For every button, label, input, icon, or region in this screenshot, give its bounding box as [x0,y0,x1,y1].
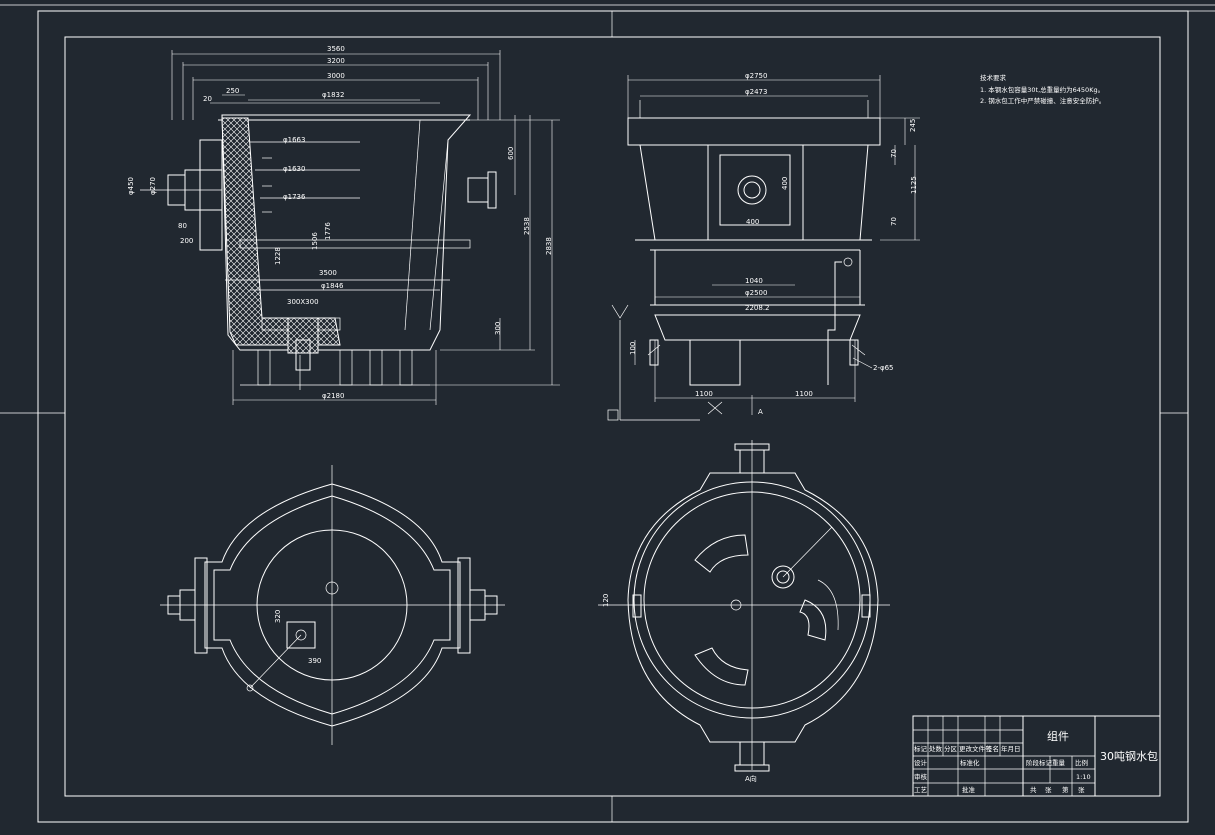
notes-heading: 技术要求 [980,73,1007,82]
dim-400a: 400 [781,177,789,190]
dim-400b: 400 [746,218,759,226]
dim-2208: 2208.2 [745,304,770,312]
dim-2838: 2838 [545,237,553,255]
dim-2phi65: 2-φ65 [873,364,894,372]
dim-245: 245 [909,119,917,132]
dim-70b: 70 [890,217,898,226]
dim-120: 120 [602,594,610,607]
tb-r2-c3: 标准化 [960,758,980,767]
tb-stage: 阶段标记 [1026,758,1053,767]
dim-3500: 3500 [319,269,337,277]
tb-sheet-1: 共 [1030,785,1037,794]
dim-1040: 1040 [745,277,763,285]
tb-sheet-2: 张 [1045,785,1052,794]
dim-300: 300 [494,322,502,335]
dim-phi1846: φ1846 [321,282,344,290]
dim-320: 320 [274,610,282,623]
top-view: 320 390 [160,465,505,745]
section-view: 3560 3200 3000 20 250 φ1832 φ1663 φ1630 … [127,45,560,405]
tb-sheet-4: 张 [1078,785,1085,794]
dim-3560: 3560 [327,45,345,53]
tb-r1-c4: 更改文件号 [959,744,992,753]
tb-r1-c5: 签名 [986,744,999,753]
dim-2538: 2538 [523,217,531,235]
title-block: 组件 30吨钢水包 标记 处数 分区 更改文件号 签名 年月日 设计 标准化 审… [912,715,1161,797]
dim-1776: 1776 [324,222,332,240]
dim-20: 20 [203,95,212,103]
dim-phi450: φ450 [127,177,135,195]
tb-r4-c1: 工艺 [914,786,928,794]
dim-phi1736: φ1736 [283,193,306,201]
front-elevation-view: φ2750 φ2473 400 400 245 70 1125 70 1040 [607,72,920,421]
dim-100: 100 [629,342,637,355]
view-marker-a: A [758,408,763,416]
tb-scale-value: 1:10 [1076,773,1091,781]
assembly-label: 组件 [1047,729,1069,743]
tb-r4-c3: 批准 [962,785,976,794]
dim-phi270: φ270 [149,177,157,195]
tb-r1-c2: 处数 [929,744,943,753]
note-1: 1. 本钢水包容量30t,总重量约为6450Kg。 [980,85,1104,94]
dim-phi1630: φ1630 [283,165,305,173]
dim-1506: 1506 [311,232,319,250]
tb-r1-c1: 标记 [914,744,928,753]
note-2: 2. 钢水包工作中严禁碰撞、注意安全防护。 [980,96,1105,105]
tb-r1-c6: 年月日 [1001,744,1021,753]
tb-sheet-3: 第 [1062,785,1069,794]
drawing-title: 30吨钢水包 [1100,750,1158,763]
dim-3200: 3200 [327,57,345,65]
dim-phi1832: φ1832 [322,91,344,99]
dim-1100a: 1100 [695,390,713,398]
dim-300x300: 300X300 [287,298,319,306]
dim-phi2180: φ2180 [322,392,344,400]
dim-1100b: 1100 [795,390,813,398]
dim-phi1663: φ1663 [283,136,305,144]
dim-200: 200 [180,237,193,245]
a-direction-view: 120 A向 [598,440,890,783]
dim-1125: 1125 [910,176,918,194]
tb-scale-label: 比例 [1075,758,1088,767]
dim-80: 80 [178,222,187,230]
tb-weight: 重量 [1052,759,1066,767]
dim-1228: 1228 [274,247,282,265]
tb-r2-c1: 设计 [914,758,928,767]
tb-r3-c1: 审核 [914,772,928,781]
dim-3000: 3000 [327,72,345,80]
view-label-a: A向 [745,774,757,783]
tb-r1-c3: 分区 [944,744,958,753]
sheet-border [0,4,1215,823]
dim-phi2473: φ2473 [745,88,767,96]
dim-70a: 70 [890,149,898,158]
dim-phi2500: φ2500 [745,289,767,297]
dim-250: 250 [226,87,239,95]
dim-600: 600 [507,147,515,160]
dim-phi2750: φ2750 [745,72,767,80]
dim-390: 390 [308,657,321,665]
technical-notes: 技术要求 1. 本钢水包容量30t,总重量约为6450Kg。 2. 钢水包工作中… [980,73,1105,105]
